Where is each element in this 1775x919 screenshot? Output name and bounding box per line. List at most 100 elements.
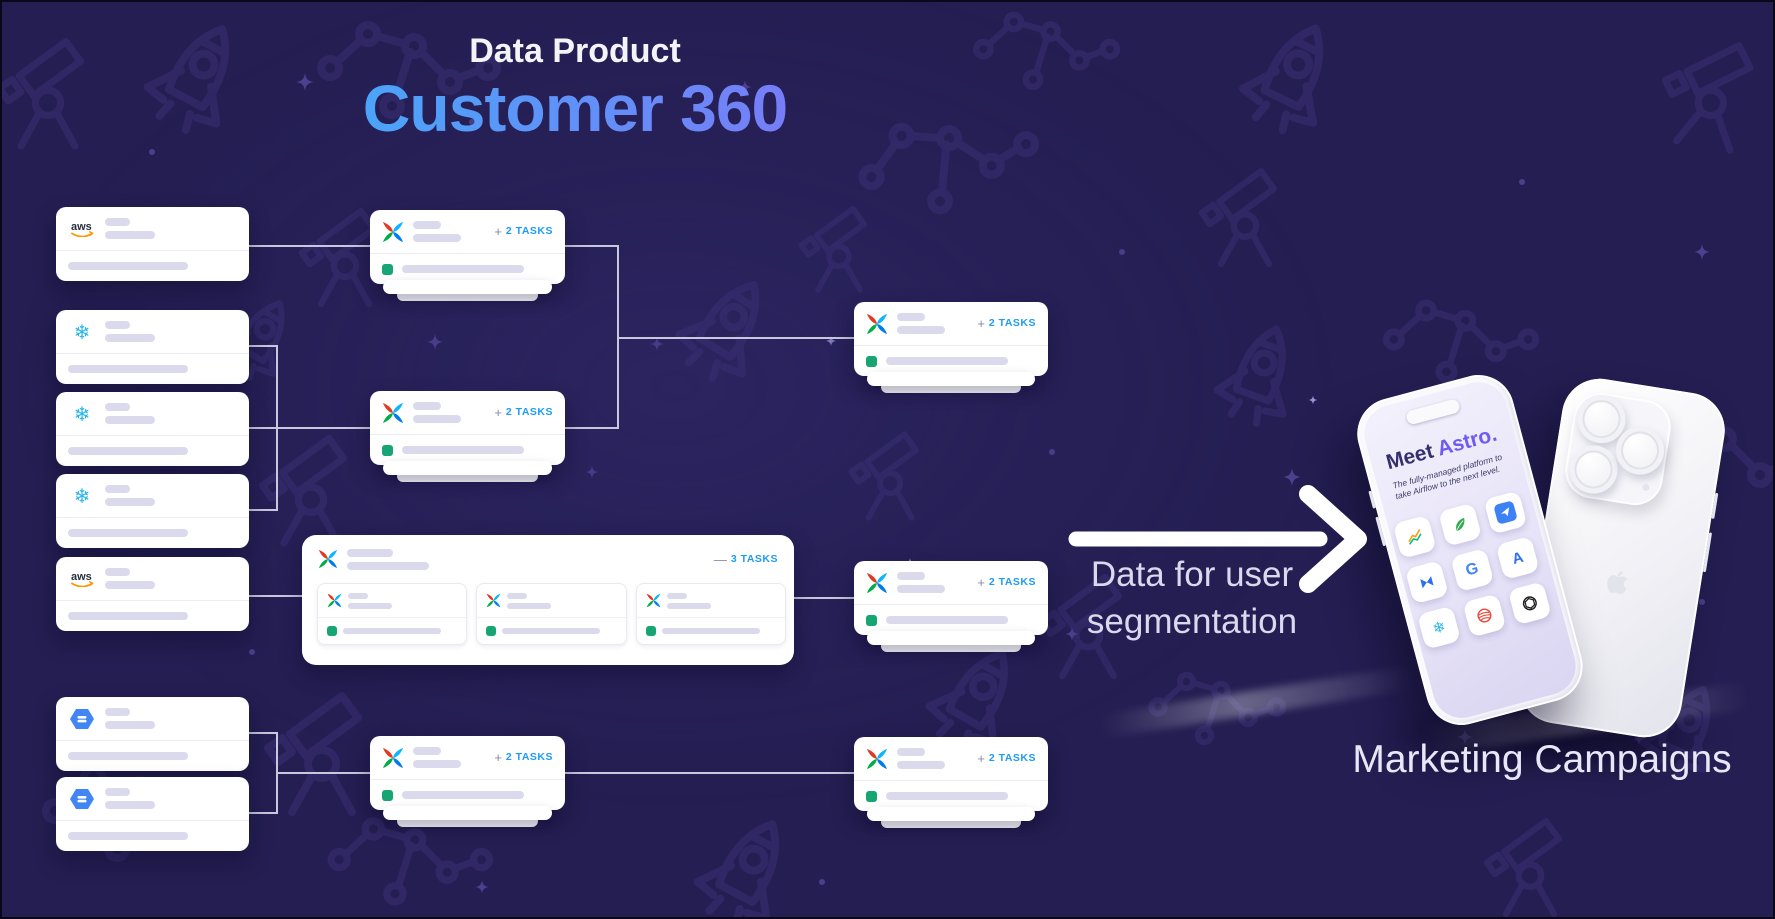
- placeholder-bar: [886, 792, 1008, 800]
- airflow-icon: [866, 313, 888, 334]
- airflow-task-card: +2 TASKS: [854, 737, 1048, 828]
- placeholder-bar: [68, 752, 188, 760]
- placeholder-bar: [105, 788, 130, 796]
- placeholder-bar: [105, 231, 155, 239]
- airflow-task-card: +2 TASKS: [370, 736, 565, 827]
- leaf-app-icon: [1438, 502, 1483, 547]
- bowtie-app-icon: [1404, 560, 1449, 605]
- placeholder-bar: [105, 321, 130, 329]
- connector-line: [249, 245, 370, 247]
- placeholder-bar: [68, 447, 188, 455]
- airflow-icon: [318, 549, 338, 569]
- placeholder-bar: [105, 403, 130, 411]
- airflow-icon: [382, 221, 404, 242]
- placeholder-bar: [68, 262, 188, 270]
- connector-line: [565, 427, 619, 429]
- source-card-snowflake: ❄: [56, 310, 249, 384]
- placeholder-bar: [105, 721, 155, 729]
- snowflake-icon: ❄: [73, 483, 91, 508]
- connector-line: [249, 509, 278, 511]
- aws-icon: [68, 220, 96, 237]
- redpanda-app-icon: [1462, 593, 1507, 638]
- arrow-annotation-line2: segmentation: [1086, 602, 1298, 641]
- snowflake-icon: ❄: [73, 319, 91, 344]
- placeholder-bar: [897, 572, 925, 580]
- placeholder-bar: [105, 218, 130, 226]
- source-card-snowflake: ❄: [56, 474, 249, 548]
- status-square: [382, 263, 393, 275]
- placeholder-bar: [402, 791, 524, 799]
- placeholder-bar: [105, 485, 130, 493]
- app-icon-grid: G A ❄: [1392, 490, 1552, 650]
- task-count-badge: +2 TASKS: [977, 317, 1036, 330]
- source-card-snowflake: ❄: [56, 392, 249, 466]
- placeholder-bar: [897, 761, 945, 769]
- openai-app-icon: [1507, 581, 1552, 626]
- task-count-badge: —3 TASKS: [714, 553, 778, 566]
- placeholder-bar: [105, 581, 155, 589]
- placeholder-bar: [68, 832, 188, 840]
- status-square: [486, 626, 497, 636]
- placeholder-bar: [413, 747, 441, 755]
- placeholder-bar: [413, 234, 461, 242]
- chart-app-icon: [1392, 514, 1437, 559]
- airflow-task-card: +2 TASKS: [370, 391, 565, 482]
- task-count-badge: +2 TASKS: [494, 225, 553, 238]
- connector-line: [249, 732, 278, 734]
- task-count-badge: +2 TASKS: [494, 406, 553, 419]
- badge-prefix: +: [977, 575, 985, 590]
- badge-label: 3 TASKS: [730, 552, 778, 565]
- placeholder-bar: [105, 708, 130, 716]
- placeholder-bar: [897, 748, 925, 756]
- placeholder-bar: [507, 592, 528, 599]
- placeholder-bar: [502, 628, 601, 634]
- connector-line: [276, 345, 278, 511]
- placeholder-bar: [897, 585, 945, 593]
- placeholder-bar: [666, 602, 711, 609]
- placeholder-bar: [343, 628, 441, 634]
- badge-prefix: —: [713, 551, 727, 567]
- status-square: [866, 790, 877, 802]
- badge-label: 2 TASKS: [505, 751, 553, 764]
- connector-line: [249, 595, 302, 597]
- page-title: Customer 360: [295, 70, 855, 146]
- arrow-annotation: Data for user segmentation: [1022, 551, 1362, 645]
- connector-line: [249, 812, 278, 814]
- source-card-google-cloud: [56, 777, 249, 851]
- placeholder-bar: [897, 313, 925, 321]
- output-label: Marketing Campaigns: [1352, 738, 1732, 781]
- phone-headline-meet: Meet: [1383, 439, 1436, 475]
- badge-prefix: +: [977, 316, 985, 331]
- placeholder-bar: [897, 326, 945, 334]
- placeholder-bar: [348, 602, 392, 609]
- airflow-subtask-card: [476, 583, 627, 645]
- badge-label: 2 TASKS: [988, 752, 1036, 765]
- camera-lens-icon: [1566, 441, 1621, 497]
- source-card-aws: [56, 207, 249, 281]
- airflow-icon: [382, 747, 404, 768]
- placeholder-bar: [661, 628, 760, 634]
- placeholder-bar: [347, 548, 393, 557]
- badge-prefix: +: [494, 750, 502, 765]
- airflow-subtask-card: [317, 583, 468, 645]
- badge-prefix: +: [494, 405, 502, 420]
- status-square: [327, 626, 337, 636]
- snowflake-icon: ❄: [73, 401, 91, 426]
- connector-line: [617, 337, 854, 339]
- airflow-icon: [866, 572, 888, 593]
- aws-icon: [68, 570, 96, 587]
- apple-logo-icon: [1607, 571, 1628, 595]
- placeholder-bar: [105, 416, 155, 424]
- camera-flash-icon: [1641, 483, 1650, 492]
- placeholder-bar: [68, 529, 188, 537]
- airflow-task-card: +2 TASKS: [854, 561, 1048, 652]
- placeholder-bar: [105, 334, 155, 342]
- task-count-badge: +2 TASKS: [494, 751, 553, 764]
- placeholder-bar: [413, 221, 441, 229]
- source-card-google-cloud: [56, 697, 249, 771]
- badge-label: 2 TASKS: [988, 317, 1036, 330]
- badge-label: 2 TASKS: [505, 225, 553, 238]
- placeholder-bar: [68, 365, 188, 373]
- placeholder-bar: [402, 265, 524, 273]
- connector-line: [565, 772, 854, 774]
